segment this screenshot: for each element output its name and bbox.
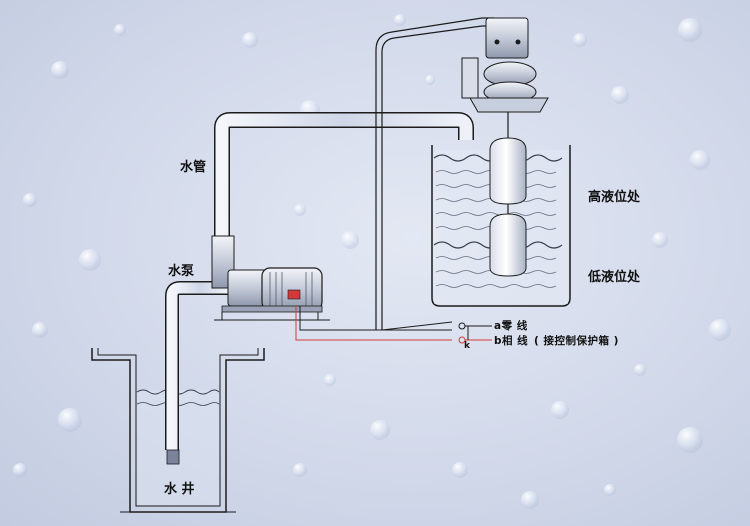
water-droplets [13, 14, 731, 509]
neutral-line-label: a零 线 [494, 320, 528, 332]
foot-valve-icon [166, 449, 180, 465]
switch-k-label: k [464, 341, 471, 351]
water-pump-label: 水泵 [168, 264, 195, 279]
control-box-label: ( 接控制保护箱 ) [534, 335, 619, 347]
float-switch-icon [489, 137, 527, 277]
phase-line-label: b相 线 [494, 335, 529, 347]
pump-motor-icon [211, 235, 330, 321]
water-pipe [214, 112, 474, 240]
suction-pipe [165, 281, 228, 465]
low-level-label: 低液位处 [588, 270, 641, 285]
control-wiring [295, 17, 494, 344]
water-pipe-label: 水管 [180, 160, 207, 175]
level-sensor-icon [461, 17, 549, 216]
high-level-label: 高液位处 [588, 190, 641, 205]
well-label: 水 井 [164, 482, 195, 497]
